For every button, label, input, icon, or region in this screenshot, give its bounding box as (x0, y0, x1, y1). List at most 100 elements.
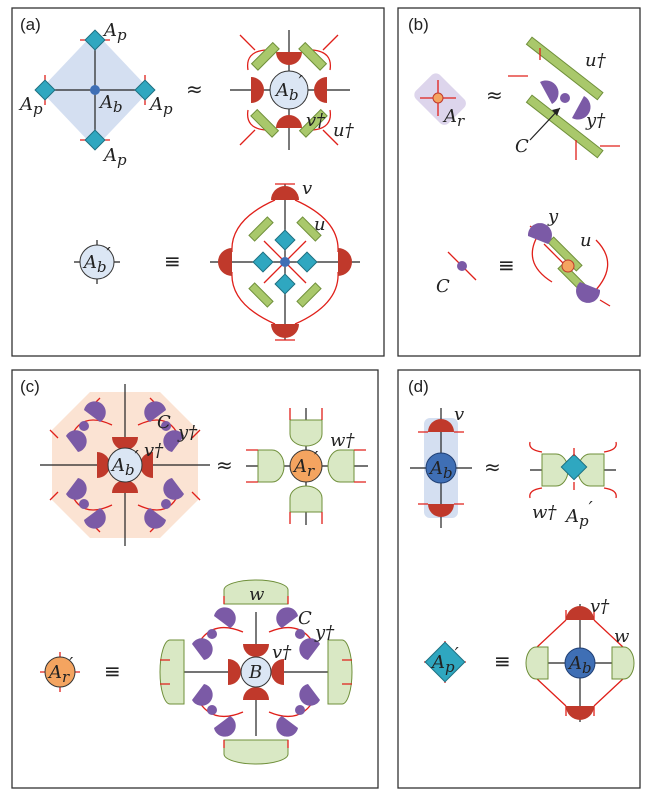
label-y-dagger-c: y† (177, 422, 198, 443)
equiv-symbol-d: ≡ (494, 649, 511, 673)
label-ap-prime-d: Ap′ (564, 498, 593, 530)
label-ar: Ar (442, 106, 465, 130)
v-dagger-right (314, 77, 327, 103)
panel-c-label: (c) (20, 377, 40, 396)
panel-b-label: (b) (408, 15, 429, 34)
ab-prime-node (269, 70, 309, 110)
label-w-c: w (249, 584, 265, 605)
label-u-dagger-a: u† (333, 120, 355, 141)
c-node-lower (457, 261, 467, 271)
w-dagger-left (257, 449, 285, 483)
label-v-dagger-d: v† (590, 596, 610, 617)
w-dagger-right (327, 449, 355, 483)
u-br (296, 282, 322, 308)
panel-b-lower-lhs: C (436, 251, 477, 297)
w-left-d (525, 646, 549, 680)
label-ap-right: Ap (148, 94, 173, 118)
label-b: B (248, 662, 262, 683)
label-u-b: u (580, 230, 592, 251)
label-v-a: v (302, 178, 312, 199)
y-upper (527, 223, 552, 244)
label-u-a: u (314, 214, 326, 235)
label-w-dagger-d: w† (532, 502, 557, 523)
panel-c-frame (11, 369, 379, 789)
label-c-lower: C (436, 276, 450, 297)
panel-a-frame (11, 7, 385, 357)
w-dagger-bottom (289, 485, 323, 513)
v-top-d (428, 419, 454, 432)
ar-node (432, 92, 444, 104)
panel-b-rhs: u† y† C (508, 36, 620, 160)
equiv-symbol-a: ≡ (164, 249, 181, 273)
y-dagger-bar-bottom (525, 94, 604, 159)
panel-a-lhs-network: Ap Ap Ap Ap Ab (18, 20, 173, 169)
label-ap-top: Ap (102, 20, 127, 44)
panel-a-label: (a) (20, 15, 41, 34)
y-dagger-lower (572, 96, 591, 120)
approx-symbol-b: ≈ (486, 83, 503, 107)
approx-symbol-d: ≈ (484, 455, 501, 479)
label-v-dagger-c: v† (144, 440, 164, 461)
label-w-dagger-c: w† (330, 430, 355, 451)
v-dagger-bottom (276, 115, 302, 128)
w-top (223, 579, 289, 605)
panel-d-rhs: w† Ap′ (529, 441, 617, 530)
u-tr (296, 216, 322, 242)
panel-d-lower-lhs: Ap′ (424, 641, 466, 683)
panel-d: (d) Ab v ≈ w† Ap′ A (397, 369, 641, 789)
u-dagger-bar-top (525, 36, 604, 101)
label-c-b: C (515, 136, 529, 157)
y-dagger-upper (540, 80, 559, 104)
w-dagger-top (289, 419, 323, 447)
u-dagger-tl (250, 41, 280, 71)
v-dagger-top (276, 52, 302, 65)
label-y-dagger-b: y† (585, 110, 606, 131)
label-ap-bottom: Ap (102, 145, 127, 169)
panel-c-lower-rhs: B w C y† v† (159, 579, 353, 765)
v-right (338, 248, 352, 276)
label-y-b: y (547, 206, 559, 227)
label-ap-left: Ap (18, 94, 43, 118)
v-top (271, 186, 299, 200)
u-dagger-br (298, 108, 328, 138)
label-u-dagger-b: u† (585, 50, 607, 71)
panel-b-frame (397, 7, 641, 357)
w-left (159, 639, 185, 705)
panel-c-lhs: Ab′ C y† v† (40, 384, 210, 546)
label-v-dagger-c-lower: v† (272, 642, 292, 663)
label-w-d: w (614, 626, 630, 647)
w-bottom (223, 739, 289, 765)
panel-b-lhs: Ar (414, 73, 466, 130)
panel-c-lower-lhs: Ar′ (40, 652, 80, 692)
panel-d-frame (397, 369, 641, 789)
panel-c: (c) Ab′ C y† v† (11, 369, 379, 789)
u-bl (248, 282, 274, 308)
u-dagger-bl (250, 108, 280, 138)
label-y-dagger-c-lower: y† (314, 622, 335, 643)
label-v-dagger-a: v† (306, 110, 326, 131)
v-dagger-left (251, 77, 264, 103)
ap-prime-diamond (560, 453, 588, 481)
ar-node-lower (561, 259, 575, 273)
label-c-c-lower: C (298, 608, 312, 629)
panel-a-lower-rhs: v u (210, 178, 360, 341)
v-dagger-bottom-d (566, 706, 594, 720)
panel-c-rhs: Ar′ w† (246, 408, 368, 525)
panel-b-lower-rhs: y u (527, 206, 611, 307)
v-bottom-d (428, 504, 454, 517)
v-dagger-top-d (566, 606, 594, 620)
w-right-d (611, 646, 635, 680)
approx-symbol-c: ≈ (216, 453, 233, 477)
v-bottom (271, 324, 299, 338)
approx-symbol-a: ≈ (186, 77, 203, 101)
panel-a-rhs-network: Ab′ v† u† (230, 30, 355, 150)
label-v-d: v (454, 404, 464, 425)
panel-a: (a) Ap Ap Ap Ap Ab ≈ (11, 7, 385, 357)
panel-d-lower-rhs: Ab v† w (525, 596, 635, 722)
tensor-ab-node (90, 85, 100, 95)
equiv-symbol-c: ≡ (104, 659, 121, 683)
u-tl (248, 216, 274, 242)
panel-a-lower-lhs: Ab′ (74, 240, 120, 284)
w-right (327, 639, 353, 705)
